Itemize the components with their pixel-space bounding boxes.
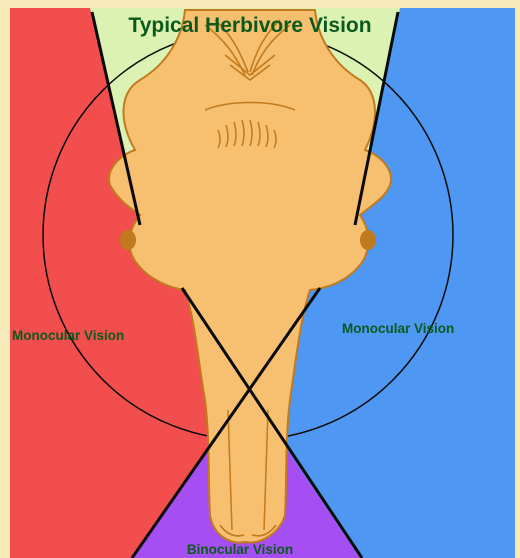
left-eye-icon	[120, 230, 136, 250]
diagram-title: Typical Herbivore Vision	[128, 14, 371, 37]
label-monocular-left: Monocular Vision	[12, 328, 124, 343]
right-eye-icon	[360, 230, 376, 250]
label-binocular: Binocular Vision	[187, 542, 293, 557]
label-monocular-right: Monocular Vision	[342, 321, 454, 336]
